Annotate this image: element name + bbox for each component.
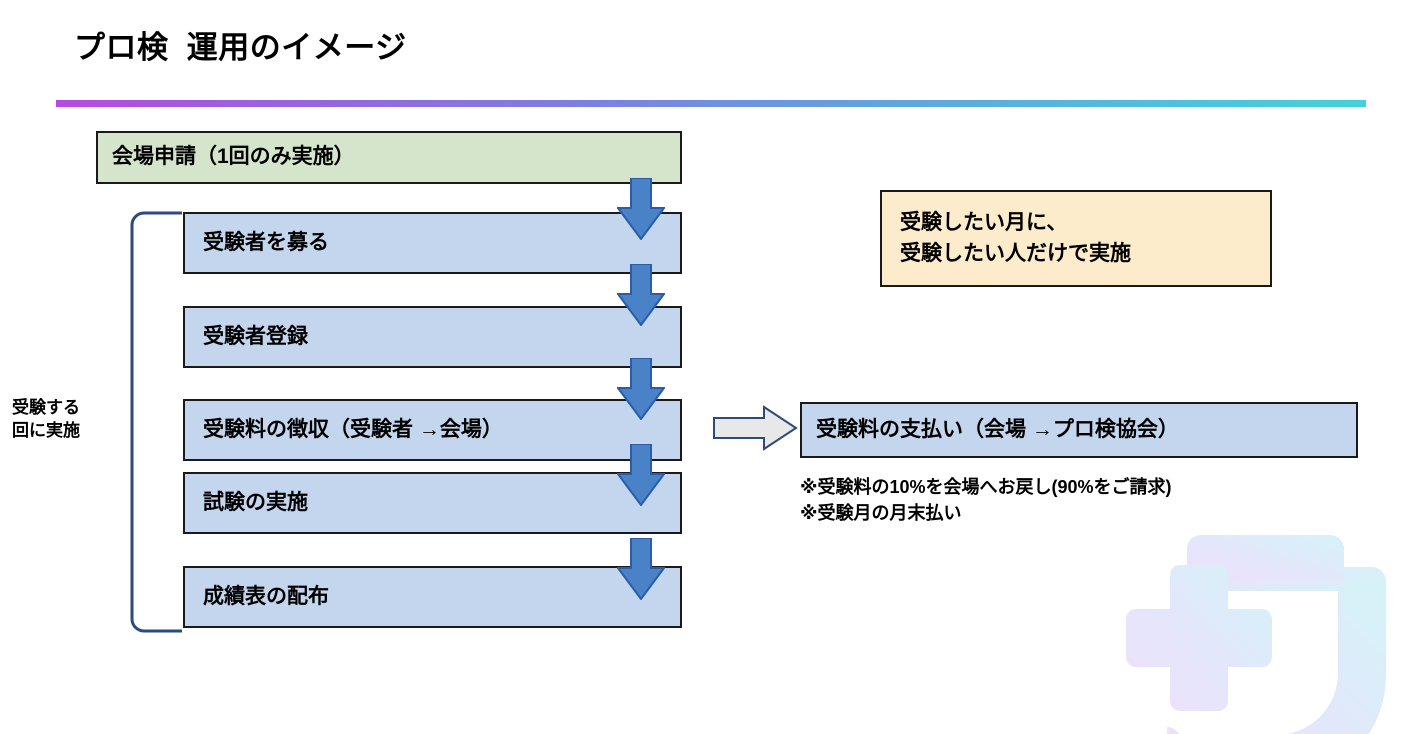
grouping-bracket-label: 受験する 回に実施 <box>12 398 80 440</box>
flow-box-recruit-examinees[interactable]: 受験者を募る <box>183 212 682 274</box>
flow-box-fee-payment-label: 受験料の支払い（会場 →プロ検協会） <box>816 417 1179 441</box>
flow-box-collect-exam-fee[interactable]: 受験料の徴収（受験者 →会場） <box>183 399 682 461</box>
flow-box-collect-exam-fee-label: 受験料の徴収（受験者 →会場） <box>203 417 503 441</box>
flow-box-distribute-report[interactable]: 成績表の配布 <box>183 566 682 628</box>
arrow-down-icon <box>617 358 665 420</box>
flow-box-register-examinees[interactable]: 受験者登録 <box>183 306 682 368</box>
flow-box-conduct-exam[interactable]: 試験の実施 <box>183 472 682 534</box>
callout-box-flexible-scheduling-label: 受験したい月に、 受験したい人だけで実施 <box>900 211 1131 265</box>
flow-box-venue-application[interactable]: 会場申請（1回のみ実施） <box>96 131 682 184</box>
flow-box-fee-payment[interactable]: 受験料の支払い（会場 →プロ検協会） <box>800 402 1358 458</box>
grouping-bracket <box>130 211 182 633</box>
arrow-down-icon <box>617 538 665 600</box>
title-divider <box>56 100 1366 107</box>
flow-box-recruit-examinees-label: 受験者を募る <box>203 230 329 254</box>
flow-box-distribute-report-label: 成績表の配布 <box>203 584 329 608</box>
page-title: プロ検 運用のイメージ <box>74 30 407 65</box>
plus-and-hook-logo-icon <box>1126 535 1386 734</box>
arrow-down-icon <box>617 264 665 326</box>
flow-box-register-examinees-label: 受験者登録 <box>203 324 308 348</box>
arrow-right-icon <box>713 405 798 451</box>
callout-box-flexible-scheduling[interactable]: 受験したい月に、 受験したい人だけで実施 <box>880 190 1272 287</box>
flow-box-venue-application-label: 会場申請（1回のみ実施） <box>112 145 355 169</box>
arrow-down-icon <box>617 178 665 240</box>
arrow-down-icon <box>617 444 665 506</box>
payment-notes: ※受験料の10%を会場へお戻し(90%をご請求) ※受験月の月末払い <box>800 477 1172 523</box>
flow-box-conduct-exam-label: 試験の実施 <box>203 490 308 514</box>
